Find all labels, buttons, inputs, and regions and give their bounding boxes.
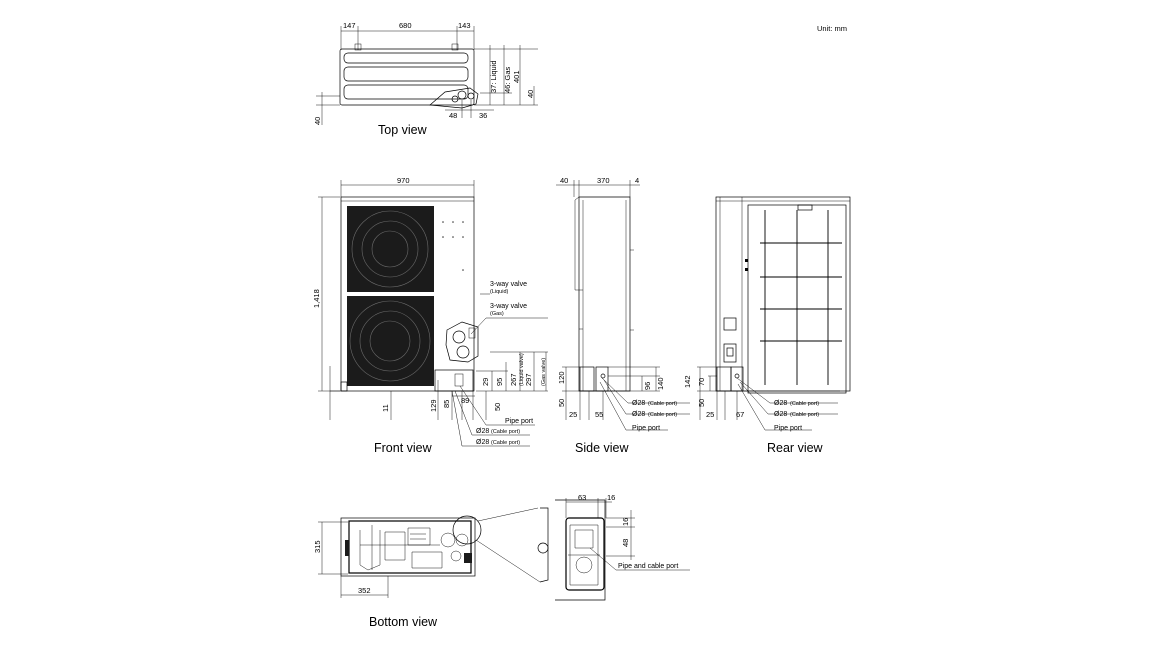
dim-29: 29 bbox=[481, 378, 490, 386]
dim-25-side: 25 bbox=[569, 410, 577, 419]
view-title-rear: Rear view bbox=[767, 441, 824, 455]
dim-55-side: 55 bbox=[595, 410, 603, 419]
dim-143: 143 bbox=[458, 21, 471, 30]
dim-315: 315 bbox=[313, 540, 322, 553]
label-3way-valve-gas-sub: (Gas) bbox=[490, 311, 504, 317]
dim-50-side: 50 bbox=[557, 399, 566, 407]
dim-680: 680 bbox=[399, 21, 412, 30]
unit-label: Unit: mm bbox=[817, 24, 847, 33]
dim-25-rear: 25 bbox=[706, 410, 714, 419]
view-title-top: Top view bbox=[378, 123, 428, 137]
label-cable2-rear: Ø28 bbox=[774, 411, 787, 418]
dim-89: 89 bbox=[461, 396, 469, 405]
label-cable2-rear-sub: (Cable port) bbox=[790, 412, 819, 418]
dim-50-rear: 50 bbox=[697, 399, 706, 407]
label-cable2-front: Ø28 bbox=[476, 439, 489, 446]
label-pipe-and-cable-port: Pipe and cable port bbox=[618, 563, 678, 570]
dim-48-bottom: 48 bbox=[621, 539, 630, 547]
dim-16-top: 16 bbox=[607, 493, 615, 502]
label-pipe-port-side: Pipe port bbox=[632, 425, 660, 432]
dim-63: 63 bbox=[578, 493, 586, 502]
label-cable1-side-sub: (Cable port) bbox=[648, 401, 677, 407]
label-cable2-side: Ø28 bbox=[632, 411, 645, 418]
dim-147: 147 bbox=[343, 21, 356, 30]
label-liquid-valve-vert: (Liquid valve) bbox=[519, 353, 525, 386]
dim-liquid: 37: Liquid bbox=[489, 60, 498, 93]
label-cable1-front: Ø28 bbox=[476, 428, 489, 435]
dim-129: 129 bbox=[429, 399, 438, 412]
front-view: 970 1,418 3-way valve (Liquid) 3-w bbox=[312, 176, 548, 455]
dim-120-side: 120 bbox=[557, 371, 566, 384]
label-cable1-rear: Ø28 bbox=[774, 400, 787, 407]
dim-267: 267 bbox=[509, 373, 518, 386]
dim-85: 85 bbox=[442, 400, 451, 408]
bottom-view: 315 352 bbox=[313, 493, 690, 629]
dim-48: 48 bbox=[449, 111, 457, 120]
dim-11: 11 bbox=[381, 404, 390, 412]
view-title-front: Front view bbox=[374, 441, 433, 455]
label-cable1-side: Ø28 bbox=[632, 400, 645, 407]
view-title-bottom: Bottom view bbox=[369, 615, 438, 629]
label-3way-valve-liquid-sub: (Liquid) bbox=[490, 289, 509, 295]
label-cable1-rear-sub: (Cable port) bbox=[790, 401, 819, 407]
dim-297: 297 bbox=[524, 373, 533, 386]
label-cable1-front-sub: (Cable port) bbox=[491, 429, 520, 435]
dim-4: 4 bbox=[635, 176, 639, 185]
label-cable2-side-sub: (Cable port) bbox=[648, 412, 677, 418]
label-cable2-front-sub: (Cable port) bbox=[491, 440, 520, 446]
dim-140: 140 bbox=[656, 377, 665, 390]
dim-36: 36 bbox=[479, 111, 487, 120]
dim-95: 95 bbox=[495, 378, 504, 386]
dim-67: 67 bbox=[736, 410, 744, 419]
label-pipe-port-rear: Pipe port bbox=[774, 425, 802, 432]
side-view: 40 370 4 120 50 96 140 25 55 bbox=[556, 176, 690, 455]
dim-142: 142 bbox=[683, 375, 692, 388]
upper-fan-grill bbox=[347, 206, 434, 292]
dim-401: 401 bbox=[512, 70, 521, 83]
dim-370: 370 bbox=[597, 176, 610, 185]
dim-40-left: 40 bbox=[313, 117, 322, 125]
dim-gas: 46: Gas bbox=[503, 66, 512, 93]
view-title-side: Side view bbox=[575, 441, 629, 455]
rear-view: 142 70 50 25 67 Ø28 (Cable port) Ø28 (Ca… bbox=[683, 196, 851, 455]
dim-16-right: 16 bbox=[621, 518, 630, 526]
dim-96: 96 bbox=[643, 382, 652, 390]
label-3way-valve-liquid: 3-way valve bbox=[490, 281, 527, 288]
label-3way-valve-gas: 3-way valve bbox=[490, 303, 527, 310]
dim-width-970: 970 bbox=[397, 176, 410, 185]
dim-352: 352 bbox=[358, 586, 371, 595]
dim-40-side: 40 bbox=[560, 176, 568, 185]
dim-50: 50 bbox=[493, 403, 502, 411]
dim-height-1418: 1,418 bbox=[312, 289, 321, 308]
top-view: 147 680 143 37: Liquid 46: Gas 401 40 40 bbox=[313, 21, 538, 137]
dim-70: 70 bbox=[697, 378, 706, 386]
dim-40-right: 40 bbox=[526, 90, 535, 98]
label-gas-valve-vert: (Gas valve) bbox=[541, 358, 547, 386]
label-pipe-port-front: Pipe port bbox=[505, 418, 533, 425]
